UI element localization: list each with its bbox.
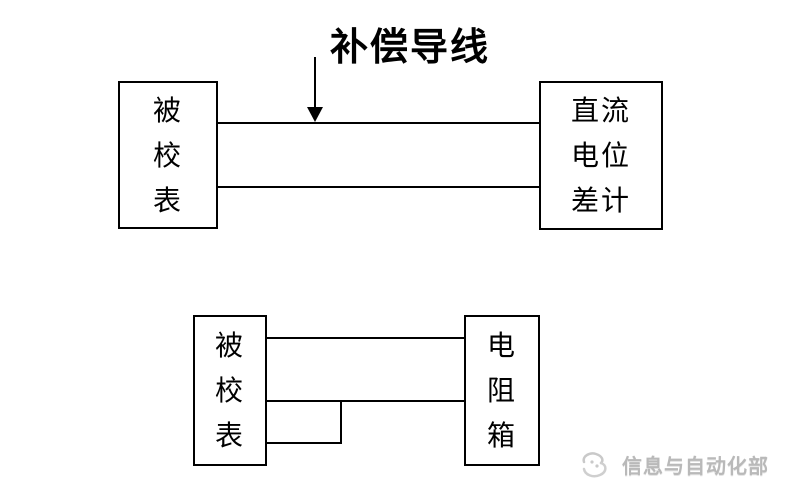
compensation-wire-title: 补偿导线 — [330, 27, 491, 69]
bottom-circuit-wire-lower-vertical — [340, 401, 342, 444]
top-left-box-meter-under-test: 被校表 — [118, 81, 218, 229]
bottom-left-box-label: 被校表 — [214, 330, 245, 451]
swirl-logo-icon — [582, 452, 607, 478]
bottom-circuit-wire-middle — [265, 400, 465, 402]
top-circuit-wire-upper — [216, 122, 541, 124]
watermark: 信息与自动化部 — [576, 448, 769, 480]
down-arrow-shaft — [314, 57, 316, 108]
bottom-right-box-resistance-box: 电阻箱 — [464, 315, 540, 466]
down-arrow-icon — [307, 107, 323, 122]
bottom-left-box-meter-under-test: 被校表 — [193, 315, 267, 466]
top-right-box-label: 直流电位差计 — [570, 95, 631, 216]
watermark-label: 信息与自动化部 — [622, 455, 769, 478]
top-right-box-dc-potentiometer: 直流电位差计 — [539, 81, 663, 230]
bottom-circuit-wire-upper — [265, 337, 465, 339]
bottom-right-box-label: 电阻箱 — [486, 330, 517, 451]
top-left-box-label: 被校表 — [152, 94, 183, 216]
top-circuit-wire-lower — [216, 186, 541, 188]
bottom-circuit-wire-lower-horizontal — [265, 442, 342, 444]
